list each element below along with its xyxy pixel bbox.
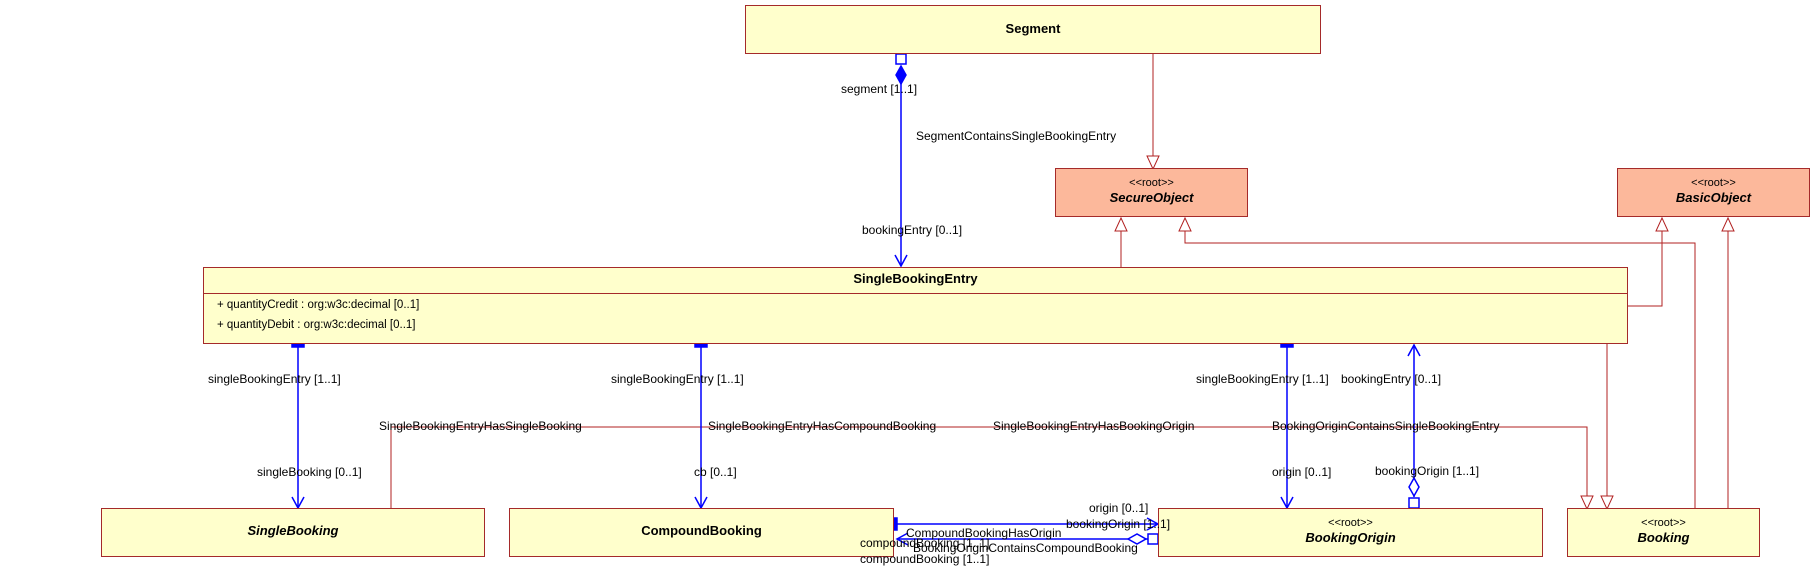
role-label-origin: origin [0..1]	[1272, 465, 1332, 479]
class-singlebooking[interactable]: SingleBooking	[101, 508, 485, 557]
class-name: SingleBookingEntry	[853, 271, 978, 286]
role-label-cb: cb [0..1]	[694, 465, 737, 479]
gen-arrowhead-booking-1	[1600, 495, 1614, 511]
gen-arrowhead-secureobject-3	[1178, 216, 1192, 232]
class-attribute: + quantityDebit : org:w3c:decimal [0..1]	[217, 319, 416, 331]
class-singlebookingentry[interactable]: SingleBookingEntry + quantityCredit : or…	[203, 267, 1628, 344]
role-label-singlebooking: singleBooking [0..1]	[257, 465, 362, 479]
class-name: BasicObject	[1675, 190, 1752, 205]
class-name: CompoundBooking	[641, 523, 762, 538]
composition-diamond-segment	[895, 64, 907, 86]
class-booking[interactable]: <<root>> Booking	[1567, 508, 1760, 557]
role-label-sbe-2: singleBookingEntry [1..1]	[611, 372, 744, 386]
class-name: SecureObject	[1109, 190, 1194, 205]
gen-booking-secureobject	[1184, 230, 1696, 509]
gen-arrowhead-basicobject-1	[1655, 216, 1669, 232]
class-stereotype: <<root>>	[1328, 517, 1373, 529]
class-basicobject[interactable]: <<root>> BasicObject	[1617, 168, 1810, 217]
association-name-compound-has-origin: CompoundBookingHasOrigin	[906, 526, 1062, 540]
association-name-origin-contains-compound: BookingOriginContainsCompoundBooking	[913, 541, 1138, 555]
generalization-edges	[390, 53, 1735, 511]
navigable-end-square-origin-left	[1147, 533, 1159, 545]
role-label-compoundbooking-1: compoundBooking [1..1]	[860, 536, 990, 550]
association-name-origin-contains-entry: BookingOriginContainsSingleBookingEntry	[1272, 419, 1500, 433]
class-compoundbooking[interactable]: CompoundBooking	[509, 508, 894, 557]
assoc-arrow-sbe-bottom	[1407, 343, 1421, 357]
gen-arrowhead-booking-2	[1580, 495, 1594, 511]
class-divider	[204, 293, 1627, 294]
class-secureobject[interactable]: <<root>> SecureObject	[1055, 168, 1248, 217]
gen-arrowhead-secureobject-2	[1114, 216, 1128, 232]
class-segment[interactable]: Segment	[745, 5, 1321, 54]
role-label-origin-2: origin [0..1]	[1089, 501, 1149, 515]
association-adornments	[291, 53, 1420, 545]
role-label-segment: segment [1..1]	[841, 82, 918, 96]
gen-arrowhead-basicobject-2	[1721, 216, 1735, 232]
class-name: Segment	[1005, 21, 1061, 36]
role-label-bookingentry-top: bookingEntry [0..1]	[862, 223, 963, 237]
navigable-end-square-segment	[895, 53, 907, 65]
class-name: BookingOrigin	[1305, 530, 1396, 545]
navigable-end-square-origin	[1408, 497, 1420, 509]
gen-arrowhead-secureobject-1	[1146, 155, 1160, 171]
class-bookingorigin[interactable]: <<root>> BookingOrigin	[1158, 508, 1543, 557]
gen-sbe-basicobject	[1627, 230, 1663, 307]
role-label-bookingorigin-2: bookingOrigin [1..1]	[1066, 517, 1171, 531]
gen-singlebooking-booking	[390, 426, 1588, 509]
association-name-segment-contains: SegmentContainsSingleBookingEntry	[916, 129, 1117, 143]
role-label-bookingentry-bottom: bookingEntry [0..1]	[1341, 372, 1442, 386]
aggregation-diamond-origin	[1408, 476, 1420, 498]
role-label-sbe-1: singleBookingEntry [1..1]	[208, 372, 341, 386]
association-name-has-compound-booking: SingleBookingEntryHasCompoundBooking	[708, 419, 937, 433]
class-name: Booking	[1637, 530, 1690, 545]
aggregation-diamond-origin-left	[1126, 533, 1148, 545]
role-label-bookingorigin: bookingOrigin [1..1]	[1375, 464, 1480, 478]
class-stereotype: <<root>>	[1641, 517, 1686, 529]
association-name-has-booking-origin: SingleBookingEntryHasBookingOrigin	[993, 419, 1195, 433]
class-stereotype: <<root>>	[1129, 177, 1174, 189]
association-name-has-single-booking: SingleBookingEntryHasSingleBooking	[379, 419, 582, 433]
assoc-arrow-compound-left	[895, 532, 909, 546]
assoc-arrow-sbe-top	[894, 254, 908, 268]
role-label-compoundbooking-2: compoundBooking [1..1]	[860, 552, 990, 566]
class-name: SingleBooking	[247, 523, 339, 538]
class-stereotype: <<root>>	[1691, 177, 1736, 189]
class-attribute: + quantityCredit : org:w3c:decimal [0..1…	[217, 299, 420, 311]
role-label-sbe-3: singleBookingEntry [1..1]	[1196, 372, 1329, 386]
